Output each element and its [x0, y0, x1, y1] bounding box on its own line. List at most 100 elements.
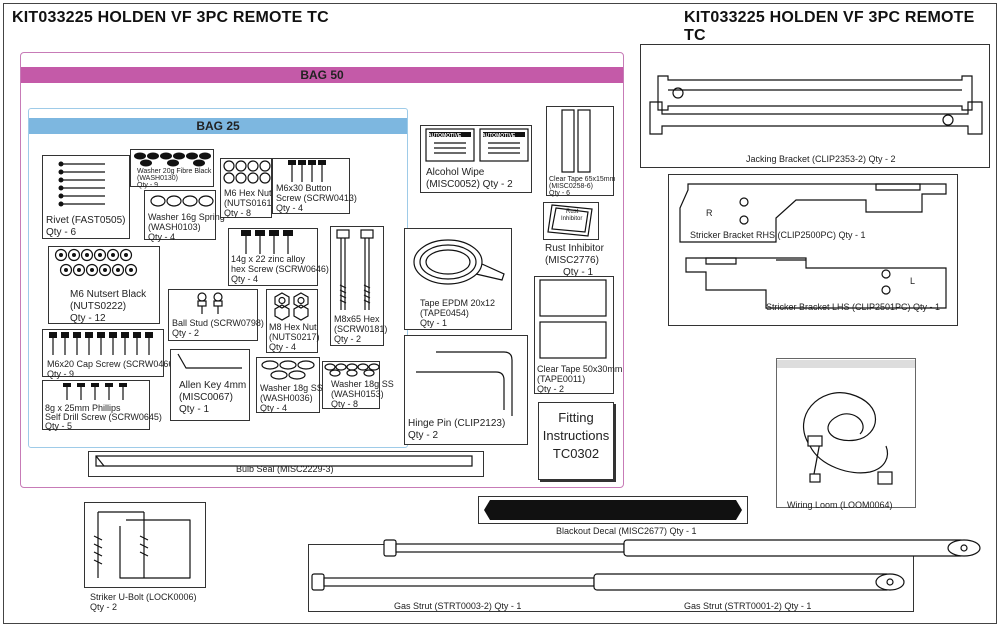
m6-hex-nut-code: (NUTS0161) — [224, 198, 275, 208]
washer20-label: Washer 20g Fibre Black — [137, 168, 212, 175]
alcohol-wipe-label: Alcohol Wipe — [426, 167, 485, 178]
fitting-line-2: Instructions — [542, 428, 610, 443]
striker-rhs-label: Stricker Bracket RHS (CLIP2500PC) Qty - … — [690, 230, 866, 240]
washer18b-label: Washer 18g SS — [331, 379, 394, 389]
washer18a-label: Washer 18g SS — [260, 383, 323, 393]
allen-key-label: Allen Key 4mm — [179, 380, 247, 391]
zinc-screw-code: hex Screw (SCRW0646) — [231, 264, 329, 274]
alcohol-wipe-drawing — [425, 128, 529, 162]
m6-button-code: Screw (SCRW0413) — [276, 193, 357, 203]
gas-strut-1-label: Gas Strut (STRT0001-2) Qty - 1 — [684, 601, 812, 611]
striker-lhs-mark: L — [910, 276, 916, 286]
rust-inhibitor-code: (MISC2776) — [545, 255, 599, 266]
washer20-drawing — [134, 152, 211, 167]
m8-hex-nut-drawing — [274, 292, 309, 321]
striker-bracket-drawing — [679, 183, 947, 309]
alcohol-tag-1: AUTOMOTIVE — [428, 133, 462, 139]
m6-hex-nut-label: M6 Hex Nut — [224, 188, 272, 198]
washer16-code: (WASH0103) — [148, 222, 201, 232]
gas-strut-drawing — [311, 539, 981, 591]
fitting-instructions-panel — [538, 402, 614, 480]
m6-button-qty: Qty - 4 — [276, 203, 304, 213]
hinge-pin-label: Hinge Pin (CLIP2123) — [408, 418, 506, 429]
phillips-label: 8g x 25mm Phillips — [45, 403, 121, 413]
rivet-qty: Qty - 6 — [46, 227, 77, 238]
page-frame — [3, 3, 997, 624]
wiring-loom-drawing — [803, 392, 893, 485]
jacking-bracket-drawing — [649, 75, 983, 135]
tape-epdm-drawing — [413, 239, 505, 285]
allen-key-qty: Qty - 1 — [179, 404, 210, 415]
bag-50-label: BAG 50 — [21, 67, 623, 83]
m8x65-panel — [330, 226, 384, 346]
blackout-decal-drawing — [484, 500, 742, 520]
hinge-pin-drawing — [416, 351, 513, 416]
u-bolt-drawing — [93, 511, 191, 579]
alcohol-wipe-code: (MISC0052) Qty - 2 — [426, 179, 513, 190]
wiring-loom-label: Wiring Loom (LOOM0064) — [787, 500, 893, 510]
phillips-code: Self Drill Screw (SCRW0645) — [45, 412, 162, 422]
tape-epdm-label: Tape EPDM 20x12 — [420, 298, 496, 308]
washer18a-drawing — [261, 360, 315, 380]
m8-hex-nut-qty: Qty - 4 — [269, 342, 297, 352]
bag-50-outline — [20, 52, 624, 488]
washer18a-qty: Qty - 4 — [260, 403, 288, 413]
tape-epdm-panel — [404, 228, 512, 330]
washer18a-code: (WASH0036) — [260, 393, 313, 403]
phillips-drawing — [63, 383, 127, 400]
wiring-loom-bag — [776, 358, 916, 508]
zinc-screw-drawing — [241, 230, 293, 254]
bag-25-label: BAG 25 — [29, 118, 407, 134]
m8x65-label: M8x65 Hex — [334, 314, 380, 324]
ball-stud-drawing — [197, 292, 223, 314]
m8x65-qty: Qty - 2 — [334, 334, 362, 344]
hinge-pin-panel — [404, 335, 528, 445]
washer16-drawing — [150, 195, 214, 207]
washer18b-drawing — [324, 363, 380, 377]
fitting-line-1: Fitting — [558, 410, 594, 425]
m6-nutsert-code: (NUTS0222) — [70, 301, 127, 312]
rust-tag-2: Inhibitor — [561, 216, 583, 222]
clear-tape-65-code: (MISC0258-6) — [549, 183, 593, 190]
clear-tape-50-label: Clear Tape 50x30mm — [537, 364, 623, 374]
m8-hex-nut-label: M8 Hex Nut — [269, 322, 317, 332]
striker-rhs-mark: R — [706, 208, 713, 218]
clear-tape-65-qty: Qty - 6 — [549, 190, 571, 197]
m6-button-label: M6x30 Button — [276, 183, 332, 193]
bulb-seal-drawing — [95, 455, 473, 467]
u-bolt-panel — [84, 502, 206, 588]
m6-hex-nut-qty: Qty - 8 — [224, 208, 252, 218]
striker-lhs-label: Stricker Bracket LHS (CLIP2501PC) Qty - … — [766, 302, 941, 312]
m6-cap-screw-qty: Qty - 9 — [47, 369, 75, 379]
clear-tape-50-qty: Qty - 2 — [537, 384, 565, 394]
washer18b-qty: Qty - 8 — [331, 399, 359, 409]
phillips-qty: Qty - 5 — [45, 421, 73, 431]
kit-title-left: KIT033225 HOLDEN VF 3PC REMOTE TC — [12, 9, 329, 26]
clear-tape-65-label: Clear Tape 65x15mm — [549, 176, 616, 183]
ball-stud-qty: Qty - 2 — [172, 328, 200, 338]
ball-stud-panel — [168, 289, 258, 341]
zinc-screw-panel — [228, 228, 318, 286]
washer18b-code: (WASH0153) — [331, 389, 384, 399]
tape-epdm-qty: Qty - 1 — [420, 318, 448, 328]
rust-inhibitor-label: Rust Inhibitor — [545, 243, 604, 254]
washer16-label: Washer 16g Spring — [148, 212, 225, 222]
m8x65-code: (SCRW0181) — [334, 324, 388, 334]
washer20-qty: Qty - 9 — [137, 182, 159, 189]
bulb-seal-label: Bulb Seal (MISC2229-3) — [236, 464, 334, 474]
alcohol-tag-2: AUTOMOTIVE — [482, 133, 516, 139]
rust-inhibitor-qty: Qty - 1 — [563, 267, 594, 278]
m6-hex-nut-drawing — [223, 160, 271, 184]
rust-inhibitor-drawing — [547, 204, 593, 237]
m8-hex-nut-code: (NUTS0217) — [269, 332, 320, 342]
hinge-pin-qty: Qty - 2 — [408, 430, 439, 441]
washer16-qty: Qty - 4 — [148, 232, 176, 242]
zinc-screw-qty: Qty - 4 — [231, 274, 259, 284]
u-bolt-qty: Qty - 2 — [90, 602, 118, 612]
ball-stud-label: Ball Stud (SCRW0798) — [172, 318, 264, 328]
rivet-label: Rivet (FAST0505) — [46, 215, 126, 226]
clear-tape-50-code: (TAPE0011) — [537, 374, 586, 384]
m6-nutsert-label: M6 Nutsert Black — [70, 289, 147, 300]
rivet-drawing — [58, 161, 105, 207]
wiring-loom-bag-seal — [777, 360, 915, 368]
